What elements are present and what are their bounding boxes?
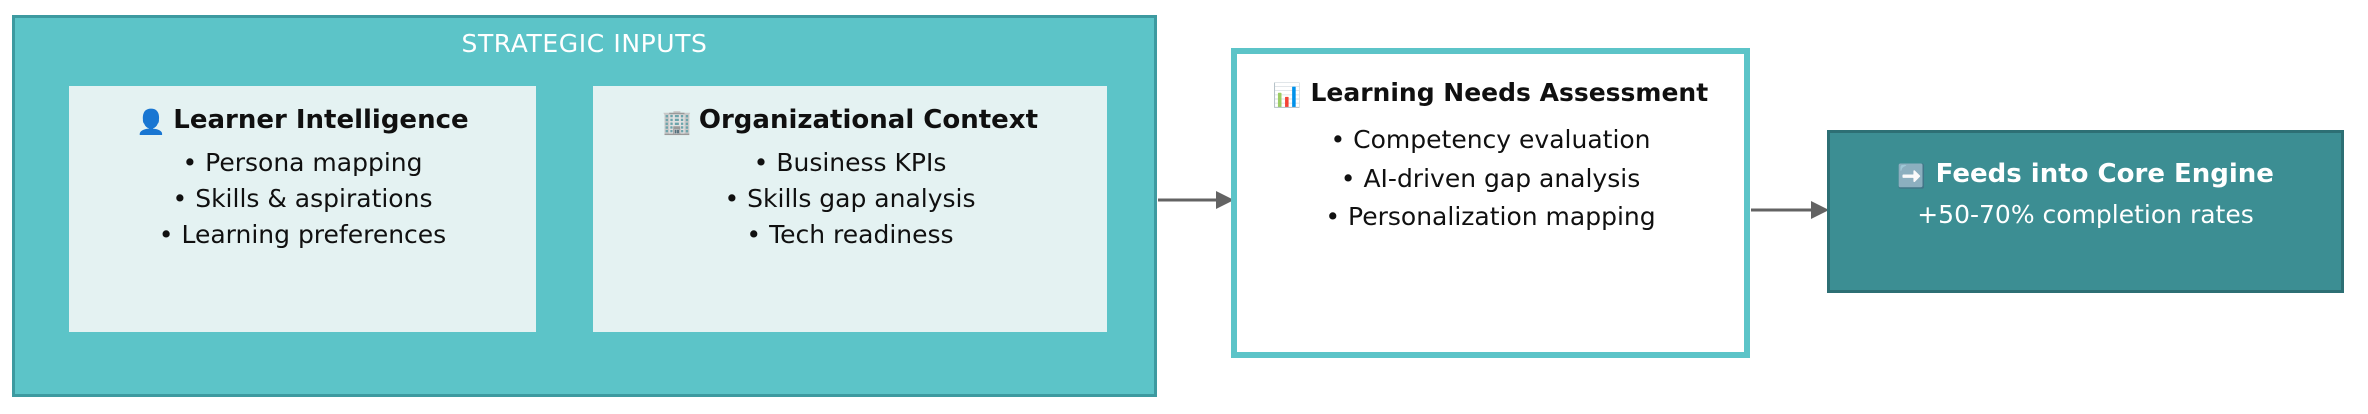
card-heading-text: Organizational Context [698,105,1038,135]
arrow-inputs-to-assessment [1158,191,1234,209]
bar-chart-icon: 📊 [1272,83,1302,109]
list-item: • Skills & aspirations [172,184,433,213]
card-organizational-context-list: • Business KPIs • Skills gap analysis • … [593,145,1107,253]
list-item: • Competency evaluation [1330,125,1651,155]
list-item: • Personalization mapping [1325,202,1656,232]
feeds-into-core-engine-title: ➡️ Feeds into Core Engine [1830,159,2341,190]
strategic-inputs-title: STRATEGIC INPUTS [461,29,708,58]
office-building-icon: 🏢 [661,108,692,136]
learning-needs-assessment-list: • Competency evaluation • AI-driven gap … [1237,121,1744,237]
list-item: • Tech readiness [746,220,954,249]
list-item: • Persona mapping [182,148,423,177]
list-item: • Learning preferences [158,220,447,249]
list-item: • AI-driven gap analysis [1340,163,1641,193]
card-organizational-context-heading: 🏢Organizational Context [593,104,1107,137]
card-organizational-context[interactable]: 🏢Organizational Context • Business KPIs … [593,86,1107,332]
list-item: • Skills gap analysis [724,184,976,213]
right-arrow-button-icon: ➡️ [1897,164,1926,190]
card-heading-text: Learner Intelligence [173,105,469,135]
card-learner-intelligence[interactable]: 👤Learner Intelligence • Persona mapping … [69,86,536,332]
learning-needs-assessment-box[interactable]: 📊 Learning Needs Assessment • Competency … [1231,48,1750,358]
list-item: • Business KPIs [753,148,947,177]
strategic-inputs-panel: STRATEGIC INPUTS 👤Learner Intelligence •… [12,15,1157,397]
card-learner-intelligence-list: • Persona mapping • Skills & aspirations… [69,145,536,253]
out-title-text: Feeds into Core Engine [1935,159,2274,189]
arrow-assessment-to-outcome [1751,201,1829,219]
card-learner-intelligence-heading: 👤Learner Intelligence [69,104,536,137]
completion-rate-stat: +50-70% completion rates [1917,200,2254,229]
mid-title-text: Learning Needs Assessment [1310,78,1709,107]
bust-in-silhouette-icon: 👤 [136,108,167,136]
feeds-into-core-engine-box[interactable]: ➡️ Feeds into Core Engine +50-70% complet… [1827,130,2344,293]
learning-needs-assessment-title: 📊 Learning Needs Assessment [1237,76,1744,111]
